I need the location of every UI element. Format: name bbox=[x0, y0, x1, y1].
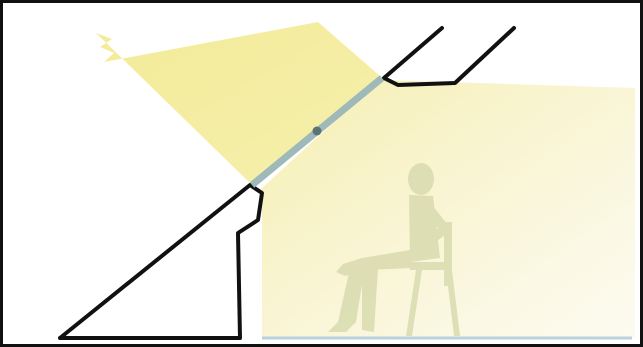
lower-wall-outline bbox=[58, 183, 264, 340]
upper-roof-outline bbox=[382, 26, 516, 87]
person-seated-on-chair-icon bbox=[328, 163, 460, 336]
window-pivot-point bbox=[312, 126, 322, 136]
incoming-light-beam bbox=[96, 22, 380, 185]
